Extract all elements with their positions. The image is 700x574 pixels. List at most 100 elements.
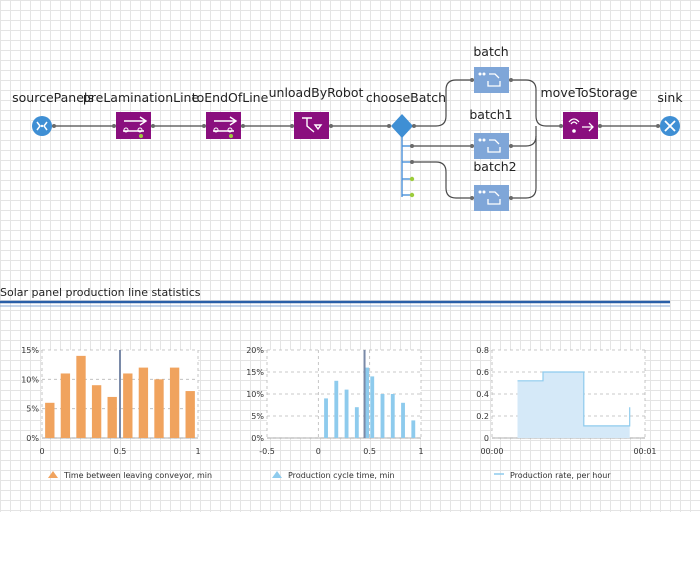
x-tick-labels: 00:00 00:01 <box>480 447 656 456</box>
legend: Time between leaving conveyor, min <box>48 471 212 480</box>
histogram-bar <box>45 402 55 438</box>
histogram-bar <box>76 355 86 438</box>
plot-area <box>267 350 421 438</box>
block-batch1[interactable]: batch1 <box>469 107 513 159</box>
histogram-bar <box>354 407 359 438</box>
legend-swatch <box>48 471 58 478</box>
y-tick-label: 5% <box>251 412 264 421</box>
histogram-bar <box>154 379 164 438</box>
y-tick-label: 0.4 <box>476 390 489 399</box>
histogram-bar <box>365 367 370 438</box>
connector <box>509 79 563 127</box>
connectors <box>52 79 662 199</box>
choose-batch-outputs <box>401 136 415 198</box>
x-tick-label: 00:01 <box>633 447 656 456</box>
block-batch2[interactable]: batch2 <box>470 159 517 211</box>
conveyor-icon <box>116 112 151 139</box>
y-tick-label: 5% <box>26 405 39 414</box>
legend-swatch <box>272 471 282 478</box>
histogram-bar <box>380 394 385 438</box>
y-tick-label: 0.2 <box>476 412 489 421</box>
histogram-bar <box>401 402 405 438</box>
block-label: sink <box>657 90 683 105</box>
histogram-bar <box>370 376 375 438</box>
x-tick-label: 1 <box>195 447 200 456</box>
chart-production-rate: 0.8 0.6 0.4 0.2 0 00:00 00:01 Production… <box>476 346 656 480</box>
section-title: Solar panel production line statistics <box>0 286 201 299</box>
connector <box>412 79 474 127</box>
y-tick-label: 0.8 <box>476 346 489 355</box>
x-tick-labels: 0 0.5 1 <box>39 447 200 456</box>
block-label: preLaminationLine <box>83 90 200 105</box>
y-tick-label: 0% <box>251 434 264 443</box>
x-tick-label: 0.5 <box>114 447 127 456</box>
section-underline <box>0 300 670 307</box>
block-moveToStorage[interactable]: moveToStorage <box>541 85 638 139</box>
block-toEndOfLine[interactable]: toEndOfLine <box>192 90 269 139</box>
y-tick-labels: 20% 15% 10% 5% 0% <box>246 346 264 443</box>
process-flowchart: sourcePanels preLaminationLine toEndOfLi… <box>12 44 683 211</box>
legend: Production rate, per hour <box>494 471 611 480</box>
series-line <box>517 371 631 427</box>
robot-icon <box>294 112 329 139</box>
port[interactable] <box>410 160 414 164</box>
batch-icon <box>474 185 509 211</box>
y-tick-labels: 0.8 0.6 0.4 0.2 0 <box>476 346 489 443</box>
x-tick-label: 00:00 <box>480 447 503 456</box>
block-sink[interactable]: sink <box>656 90 683 136</box>
y-tick-label: 15% <box>246 368 264 377</box>
histogram-bar <box>324 398 328 438</box>
y-tick-label: 0 <box>484 434 489 443</box>
block-chooseBatch[interactable]: chooseBatch <box>366 90 446 138</box>
legend-label: Production cycle time, min <box>288 471 395 480</box>
port[interactable] <box>409 176 415 182</box>
batch-icon <box>474 67 509 93</box>
legend-label: Production rate, per hour <box>510 471 611 480</box>
block-label: batch1 <box>469 107 512 122</box>
y-tick-label: 10% <box>21 375 39 384</box>
block-preLaminationLine[interactable]: preLaminationLine <box>83 90 200 139</box>
x-tick-label: 1 <box>418 447 423 456</box>
x-tick-label: 0 <box>316 447 321 456</box>
port[interactable] <box>409 192 415 198</box>
histogram-bar <box>60 373 71 438</box>
x-tick-label: -0.5 <box>259 447 275 456</box>
histogram-bar <box>138 367 149 438</box>
block-label: batch2 <box>473 159 516 174</box>
statistics-charts: 15% 10% 5% 0% 0 0.5 1 Time between leavi… <box>21 346 656 480</box>
block-unloadByRobot[interactable]: unloadByRobot <box>269 85 364 139</box>
chart-production-cycle-time: 20% 15% 10% 5% 0% -0.5 0 0.5 1 Productio… <box>246 346 423 480</box>
histogram-bar <box>390 394 395 438</box>
area-fill <box>517 372 630 438</box>
block-sourcePanels[interactable]: sourcePanels <box>12 90 94 136</box>
y-tick-label: 0.6 <box>476 368 489 377</box>
block-batch[interactable]: batch <box>470 44 513 93</box>
block-label: toEndOfLine <box>192 90 269 105</box>
y-tick-label: 15% <box>21 346 39 355</box>
port[interactable] <box>410 144 414 148</box>
histogram-bar <box>107 396 117 438</box>
histogram-bar <box>185 391 195 438</box>
connector <box>509 136 537 199</box>
y-tick-label: 10% <box>246 390 264 399</box>
chart-time-between-leaving: 15% 10% 5% 0% 0 0.5 1 Time between leavi… <box>21 346 212 480</box>
y-tick-labels: 15% 10% 5% 0% <box>21 346 39 443</box>
histogram-bar <box>91 385 102 438</box>
legend-label: Time between leaving conveyor, min <box>63 471 212 480</box>
select-output-icon <box>391 114 413 138</box>
block-label: chooseBatch <box>366 90 446 105</box>
histogram-bar <box>344 389 349 438</box>
x-tick-label: 0.5 <box>363 447 376 456</box>
connector <box>412 161 474 199</box>
histogram-bar <box>169 367 180 438</box>
conveyor-icon <box>206 112 241 139</box>
x-tick-label: 0 <box>39 447 44 456</box>
histogram-bar <box>334 380 339 438</box>
histogram-bar <box>411 420 416 438</box>
legend: Production cycle time, min <box>272 471 395 480</box>
x-tick-labels: -0.5 0 0.5 1 <box>259 447 423 456</box>
y-tick-label: 20% <box>246 346 264 355</box>
batch-icon <box>474 133 509 159</box>
block-label: batch <box>473 44 508 59</box>
port[interactable] <box>52 124 56 128</box>
